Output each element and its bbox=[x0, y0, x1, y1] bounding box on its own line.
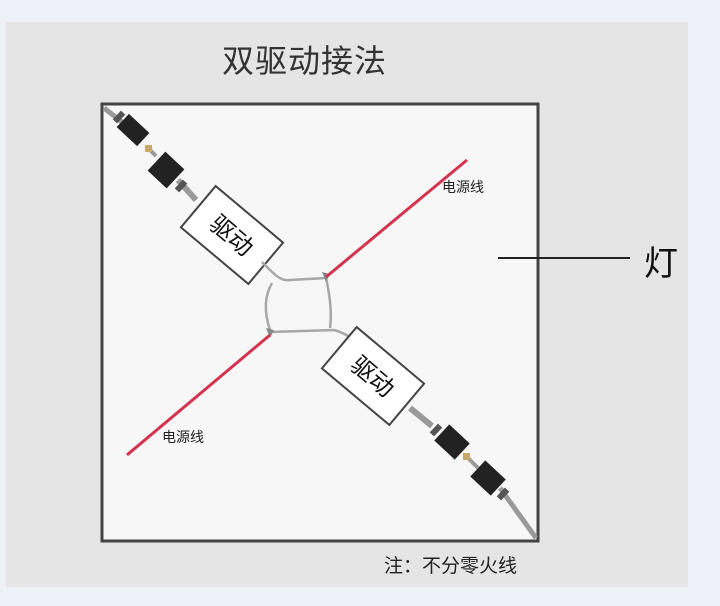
power-bottom-label: 电源线 bbox=[162, 430, 204, 446]
lamp-label: 灯 bbox=[644, 244, 678, 284]
power-line-top bbox=[325, 158, 468, 279]
connector-pin-bottom bbox=[463, 453, 470, 460]
power-line-bottom bbox=[126, 333, 271, 457]
connector-top-left-1 bbox=[112, 110, 150, 147]
connector-bottom-right-1 bbox=[429, 423, 470, 460]
wire-tab-bottom bbox=[266, 328, 274, 338]
diagram-title: 双驱动接法 bbox=[222, 42, 388, 80]
power-top-label: 电源线 bbox=[442, 180, 484, 196]
note-text: 注：不分零火线 bbox=[384, 555, 518, 577]
driver-top: 驱动 bbox=[179, 184, 285, 286]
connector-bottom-right-2 bbox=[470, 460, 510, 501]
driver-bottom: 驱动 bbox=[320, 325, 426, 427]
connector-top-left-2 bbox=[147, 151, 188, 193]
connector-pin-top bbox=[145, 145, 152, 152]
